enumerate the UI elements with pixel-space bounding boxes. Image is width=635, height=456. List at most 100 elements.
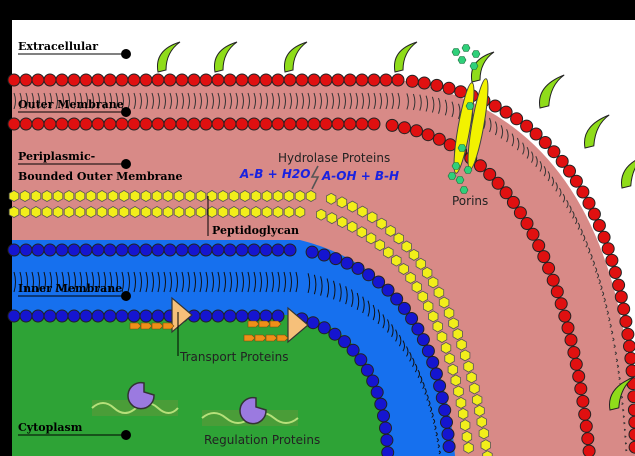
lipid-head: [164, 118, 176, 130]
peptidoglycan-unit: [375, 240, 385, 251]
lipid-head: [260, 74, 272, 86]
lipid-head: [224, 118, 236, 130]
peptidoglycan-unit: [86, 191, 96, 202]
peptidoglycan-unit: [295, 191, 305, 202]
peptidoglycan-unit: [348, 221, 358, 232]
lipid-head: [8, 244, 20, 256]
lipid-head: [547, 274, 559, 286]
lipid-head: [116, 118, 128, 130]
lipid-head: [399, 122, 411, 134]
peptidoglycan-unit: [229, 207, 239, 218]
lipid-head: [272, 74, 284, 86]
lipid-head: [32, 244, 44, 256]
peptidoglycan-unit: [218, 207, 228, 218]
peptidoglycan-unit: [185, 207, 195, 218]
lipid-head: [412, 323, 424, 335]
lipid-head: [140, 244, 152, 256]
lipid-head: [406, 75, 418, 87]
lipid-head: [20, 244, 32, 256]
peptidoglycan-unit: [174, 207, 184, 218]
peptidoglycan-unit: [456, 397, 466, 408]
peptidoglycan-unit: [460, 420, 470, 431]
lipid-head: [577, 186, 589, 198]
label-inner-membrane: Inner Membrane: [18, 282, 122, 295]
peptidoglycan-unit: [218, 191, 228, 202]
lipid-head: [164, 244, 176, 256]
peptidoglycan-unit: [251, 207, 261, 218]
lipid-head: [80, 244, 92, 256]
peptidoglycan-unit: [451, 375, 461, 386]
lipid-head: [248, 310, 260, 322]
peptidoglycan-unit: [481, 440, 491, 451]
porin-particle: [456, 177, 464, 184]
porin-particle: [460, 187, 468, 194]
lipid-head: [306, 246, 318, 258]
lipid-head: [368, 74, 380, 86]
lipid-head: [422, 345, 434, 357]
lipid-head: [212, 244, 224, 256]
peptidoglycan-unit: [428, 277, 438, 288]
lipid-head: [284, 118, 296, 130]
lipid-head: [562, 322, 574, 334]
peptidoglycan-unit: [42, 191, 52, 202]
peptidoglycan-unit: [462, 431, 472, 442]
peptidoglycan-unit: [31, 191, 41, 202]
lipid-head: [492, 177, 504, 189]
peptidoglycan-unit: [229, 191, 239, 202]
lipid-head: [152, 244, 164, 256]
lipid-head: [128, 118, 140, 130]
peptidoglycan-unit: [53, 191, 63, 202]
lipid-head: [602, 243, 614, 255]
lipid-head: [380, 422, 392, 434]
lipid-head: [248, 74, 260, 86]
lipid-head: [296, 118, 308, 130]
lipid-head: [527, 228, 539, 240]
lipid-head: [308, 74, 320, 86]
peptidoglycan-unit: [20, 207, 30, 218]
porin-particle: [452, 163, 460, 170]
lipid-head: [551, 286, 563, 298]
lipid-head: [140, 118, 152, 130]
lipid-head: [188, 74, 200, 86]
lipid-head: [68, 244, 80, 256]
lipid-head: [260, 244, 272, 256]
peptidoglycan-unit: [453, 329, 463, 340]
lipid-head: [543, 262, 555, 274]
lipid-head: [116, 244, 128, 256]
lipid-head: [200, 118, 212, 130]
lipid-head: [224, 244, 236, 256]
lipid-head: [626, 365, 635, 377]
peptidoglycan-unit: [97, 207, 107, 218]
peptidoglycan-unit: [97, 191, 107, 202]
lipid-head: [583, 197, 595, 209]
lipid-head: [474, 160, 486, 172]
lipid-head: [352, 262, 364, 274]
lipid-head: [32, 310, 44, 322]
lipid-head: [8, 118, 20, 130]
lipid-head: [382, 447, 394, 456]
lipid-head: [620, 316, 632, 328]
lipid-head: [284, 74, 296, 86]
lipid-head: [433, 133, 445, 145]
lipid-head: [44, 74, 56, 86]
lipid-head: [332, 74, 344, 86]
lipid-head: [514, 207, 526, 219]
lipid-head: [56, 74, 68, 86]
lipid-head: [140, 310, 152, 322]
porin-particle: [464, 167, 472, 174]
peptidoglycan-unit: [326, 193, 336, 204]
lipid-head: [224, 310, 236, 322]
peptidoglycan-unit: [475, 405, 485, 416]
lipid-head: [104, 118, 116, 130]
lipid-head: [386, 119, 398, 131]
lipid-head: [444, 139, 456, 151]
peptidoglycan-unit: [152, 191, 162, 202]
lipid-head: [284, 244, 296, 256]
lipid-head: [44, 310, 56, 322]
lipid-head: [511, 113, 523, 125]
equation-left: A-B + H2O: [239, 167, 310, 181]
label-peptidoglycan: Peptidoglycan: [212, 224, 299, 237]
porin-particle: [470, 63, 478, 70]
peptidoglycan-unit: [196, 191, 206, 202]
